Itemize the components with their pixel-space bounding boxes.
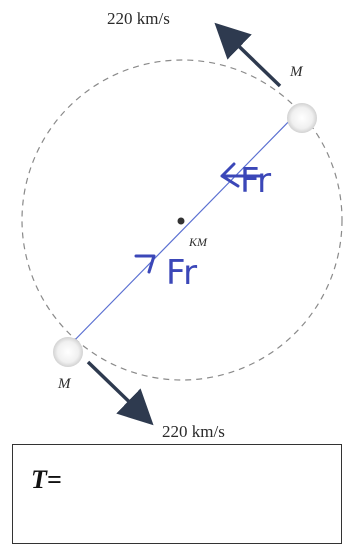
connecting-line [66,111,299,349]
velocity-arrow-bottom [86,360,154,426]
speed-label-top: 220 km/s [107,9,170,28]
force-annotation-top: Fr [220,161,271,201]
orbit-circle [21,59,343,381]
mass-label-bottom: M [57,376,72,392]
velocity-arrow-top [214,22,282,88]
center-of-mass-label: KM [188,235,208,249]
top-star [287,103,317,133]
force-arrow-bottom-icon [134,254,156,274]
bottom-star [53,337,83,367]
mass-label-top: M [289,64,304,80]
answer-label: T= [31,465,62,494]
force-label-bottom: Fr [166,253,197,293]
answer-box[interactable]: T= [12,444,342,544]
force-arrow-top-icon [220,162,264,188]
center-of-mass-dot [177,217,185,225]
force-annotation-bottom: Fr [134,253,197,293]
force-label-top: Fr [240,161,271,201]
speed-label-bottom: 220 km/s [162,422,225,441]
